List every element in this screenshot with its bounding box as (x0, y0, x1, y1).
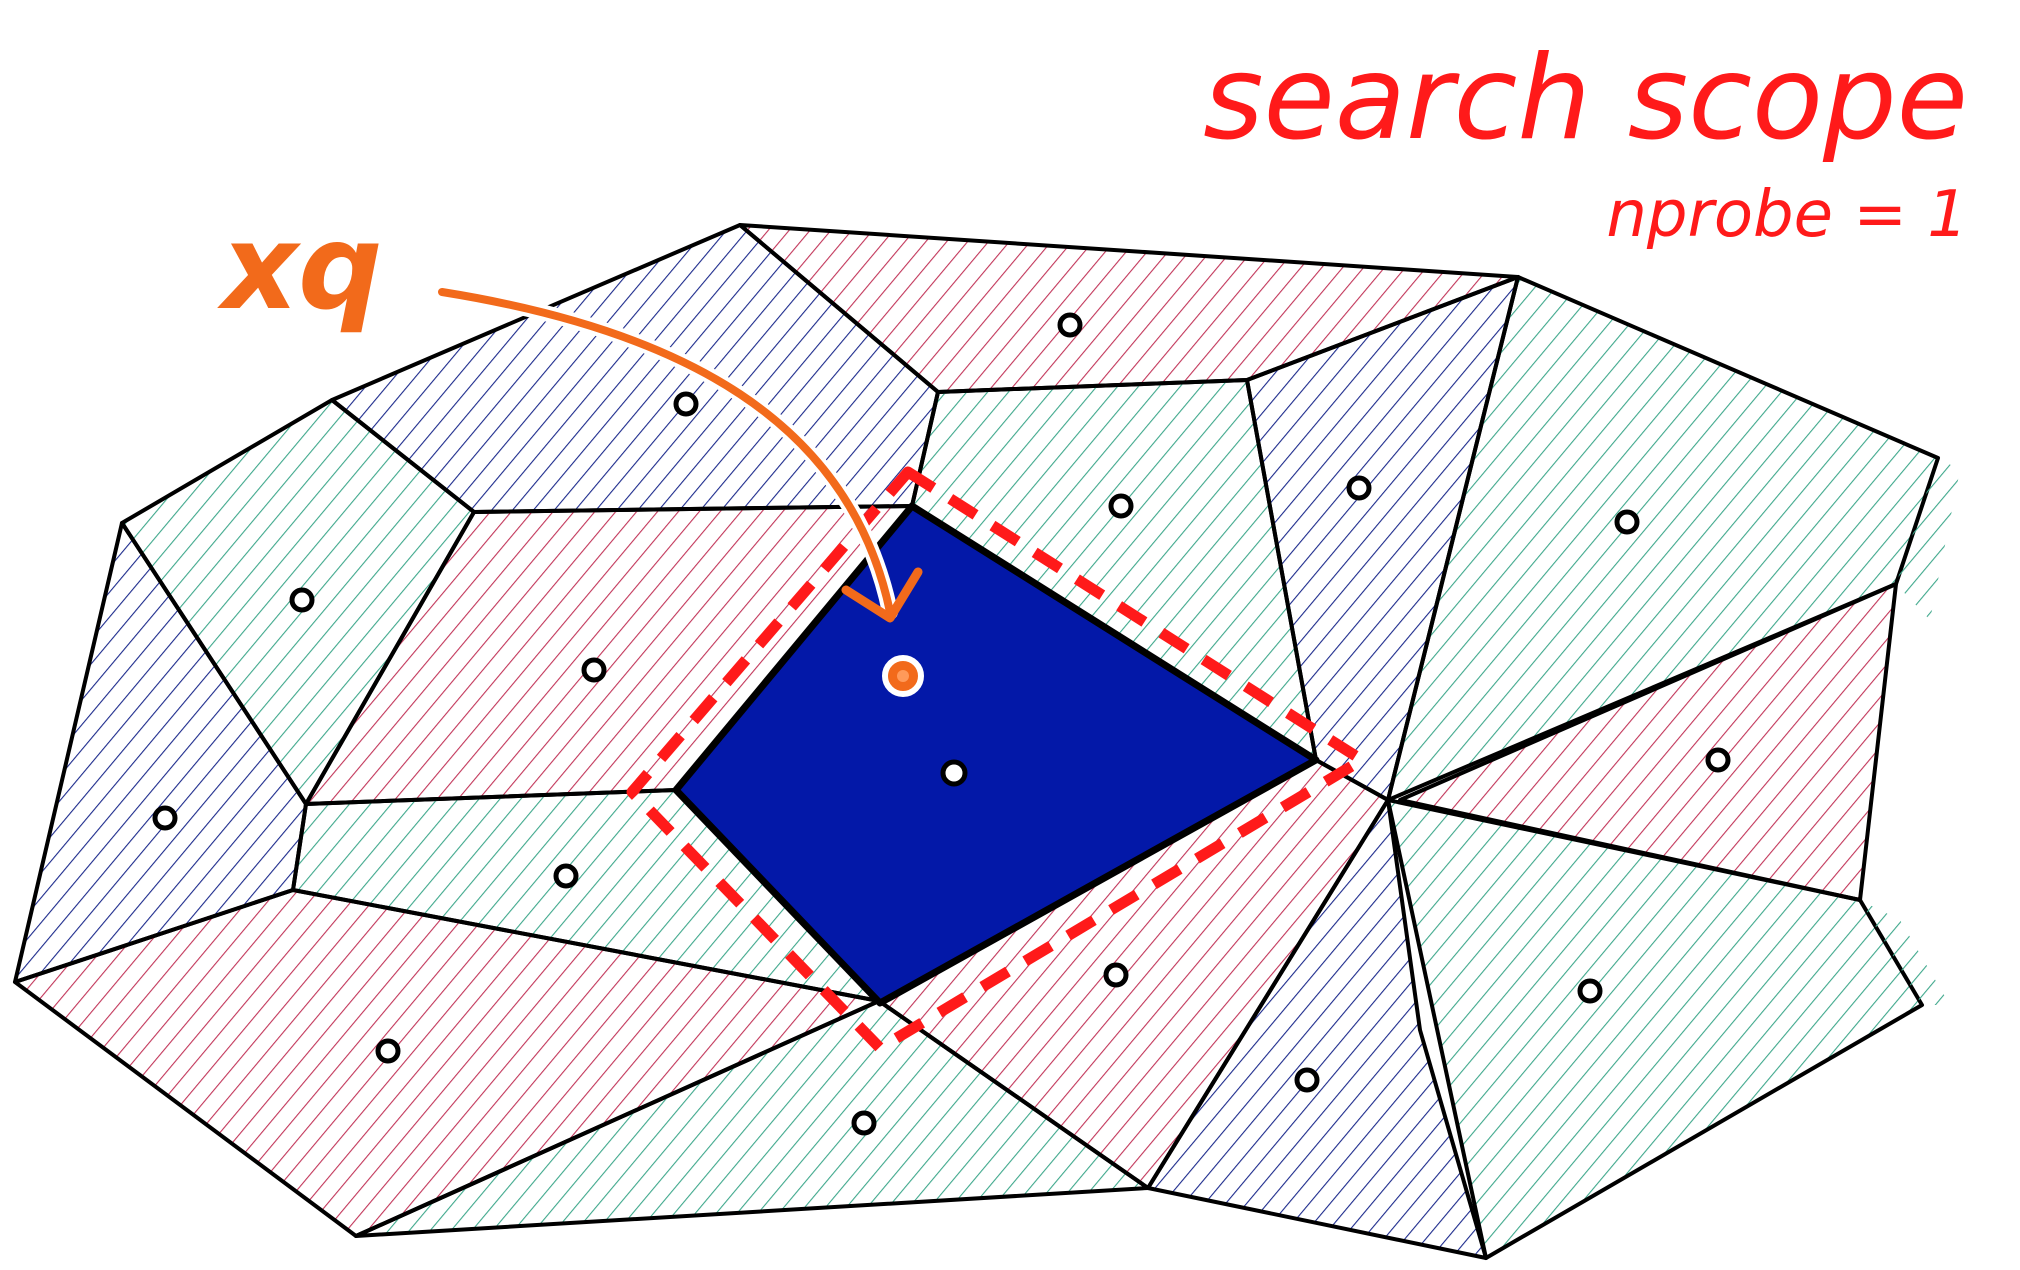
centroid-point (1057, 312, 1083, 338)
centroid-point (1103, 962, 1129, 988)
query-arrow-head (841, 567, 923, 623)
centroid-point (152, 805, 178, 831)
centroid-point (1614, 509, 1640, 535)
centroid-point (851, 1110, 877, 1136)
query-arrow-line (438, 288, 894, 616)
centroid-point (289, 587, 315, 613)
search-scope-boundary (626, 466, 1368, 1054)
query-label: xq (217, 198, 383, 336)
hatch-overflow-bottom-right (1860, 900, 1950, 1005)
centroid-point (1346, 475, 1372, 501)
centroid-point (940, 759, 968, 787)
selected-cell (672, 502, 1320, 1007)
hatch-overflow-right (1896, 458, 1960, 620)
query-point-center (897, 670, 909, 682)
diagram-subtitle: nprobe = 1 (1606, 178, 1968, 252)
centroid-point (1705, 747, 1731, 773)
centroid-point (1108, 493, 1134, 519)
centroid-point (581, 657, 607, 683)
centroid-point (673, 391, 699, 417)
centroid-point (375, 1038, 401, 1064)
centroid-point (1294, 1067, 1320, 1093)
diagram-title: search scope (1203, 31, 1968, 166)
centroid-point (1577, 978, 1603, 1004)
centroid-point (553, 863, 579, 889)
centroids (152, 312, 1731, 1136)
